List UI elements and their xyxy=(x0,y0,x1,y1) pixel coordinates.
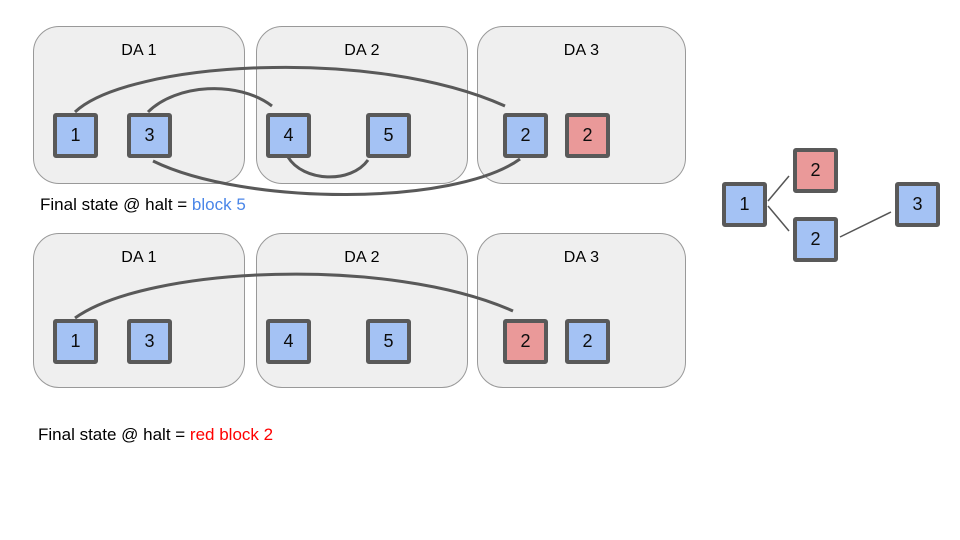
block-3: 3 xyxy=(127,113,172,158)
panel-da1-scenario-a: DA 1 1 3 xyxy=(33,26,245,184)
panel-da3-scenario-a: DA 3 2 2 xyxy=(477,26,686,184)
block-4: 4 xyxy=(266,319,311,364)
block-2-red: 2 xyxy=(503,319,548,364)
arrow-legend-blue2-to-3 xyxy=(839,211,892,238)
block-5: 5 xyxy=(366,319,411,364)
block-2-blue: 2 xyxy=(503,113,548,158)
block-1: 1 xyxy=(53,113,98,158)
panel-da1-scenario-b: DA 1 1 3 xyxy=(33,233,245,388)
caption-b-value: red block 2 xyxy=(189,425,274,444)
panel-da3-scenario-b: DA 3 2 2 xyxy=(477,233,686,388)
panel-da2-scenario-a: DA 2 4 5 xyxy=(256,26,468,184)
caption-a-value: block 5 xyxy=(191,195,246,214)
caption-scenario-b: Final state @ halt = red block 2 xyxy=(38,425,273,445)
block-5: 5 xyxy=(366,113,411,158)
caption-a-prefix: Final state @ halt = xyxy=(40,195,192,214)
panel-da2-title: DA 2 xyxy=(344,249,380,266)
caption-b-prefix: Final state @ halt = xyxy=(38,425,190,444)
legend-node-3: 3 xyxy=(895,182,940,227)
legend-node-1: 1 xyxy=(722,182,767,227)
panel-da3-title: DA 3 xyxy=(563,249,600,266)
panel-da1-title: DA 1 xyxy=(121,249,157,266)
legend-node-2-red: 2 xyxy=(793,148,838,193)
panel-da3-title: DA 3 xyxy=(563,42,600,59)
block-2-blue: 2 xyxy=(565,319,610,364)
panel-da2-scenario-b: DA 2 4 5 xyxy=(256,233,468,388)
block-3: 3 xyxy=(127,319,172,364)
legend-node-2-blue: 2 xyxy=(793,217,838,262)
panel-da2-title: DA 2 xyxy=(344,42,380,59)
block-2-red: 2 xyxy=(565,113,610,158)
arrow-legend-1-to-blue2 xyxy=(767,205,790,232)
panel-da1-title: DA 1 xyxy=(121,42,157,59)
block-4: 4 xyxy=(266,113,311,158)
caption-scenario-a: Final state @ halt = block 5 xyxy=(40,195,246,215)
block-1: 1 xyxy=(53,319,98,364)
arrow-legend-1-to-red2 xyxy=(767,175,790,202)
